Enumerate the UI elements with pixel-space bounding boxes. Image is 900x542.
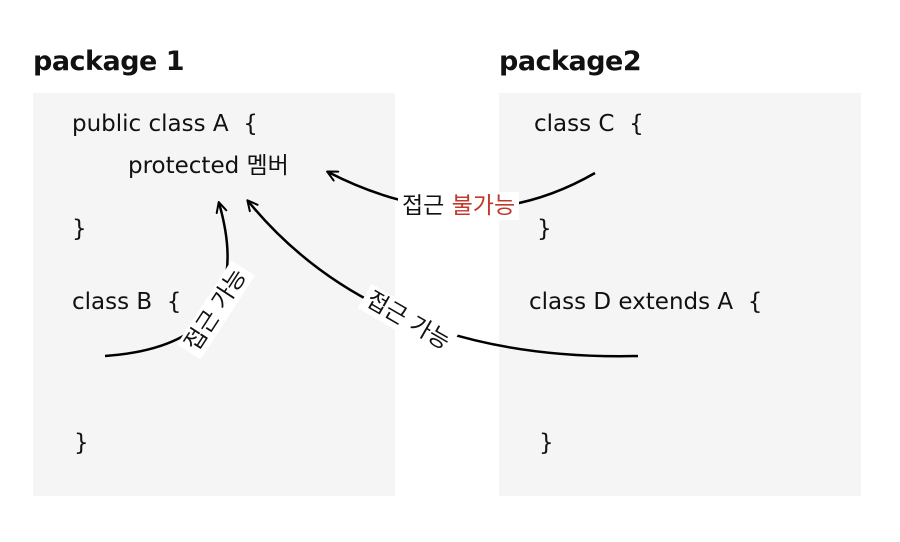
class-c-closing-brace: } bbox=[537, 216, 552, 242]
class-b-closing-brace: } bbox=[74, 430, 89, 456]
class-d-closing-brace: } bbox=[539, 430, 554, 456]
class-b-declaration: class B { bbox=[72, 289, 182, 315]
label-access-denied: 접근 불가능 bbox=[398, 192, 520, 220]
class-a-closing-brace: } bbox=[72, 216, 87, 242]
package-2-title: package2 bbox=[499, 46, 642, 77]
label-access-prefix: 접근 bbox=[402, 193, 452, 219]
protected-member: protected 멤버 bbox=[128, 153, 289, 179]
class-c-declaration: class C { bbox=[534, 111, 644, 137]
class-a-declaration: public class A { bbox=[72, 111, 258, 137]
label-denied-emphasis: 불가능 bbox=[451, 193, 516, 219]
class-d-declaration: class D extends A { bbox=[529, 289, 763, 315]
package-2-panel bbox=[499, 93, 861, 496]
package-1-title: package 1 bbox=[33, 46, 185, 77]
